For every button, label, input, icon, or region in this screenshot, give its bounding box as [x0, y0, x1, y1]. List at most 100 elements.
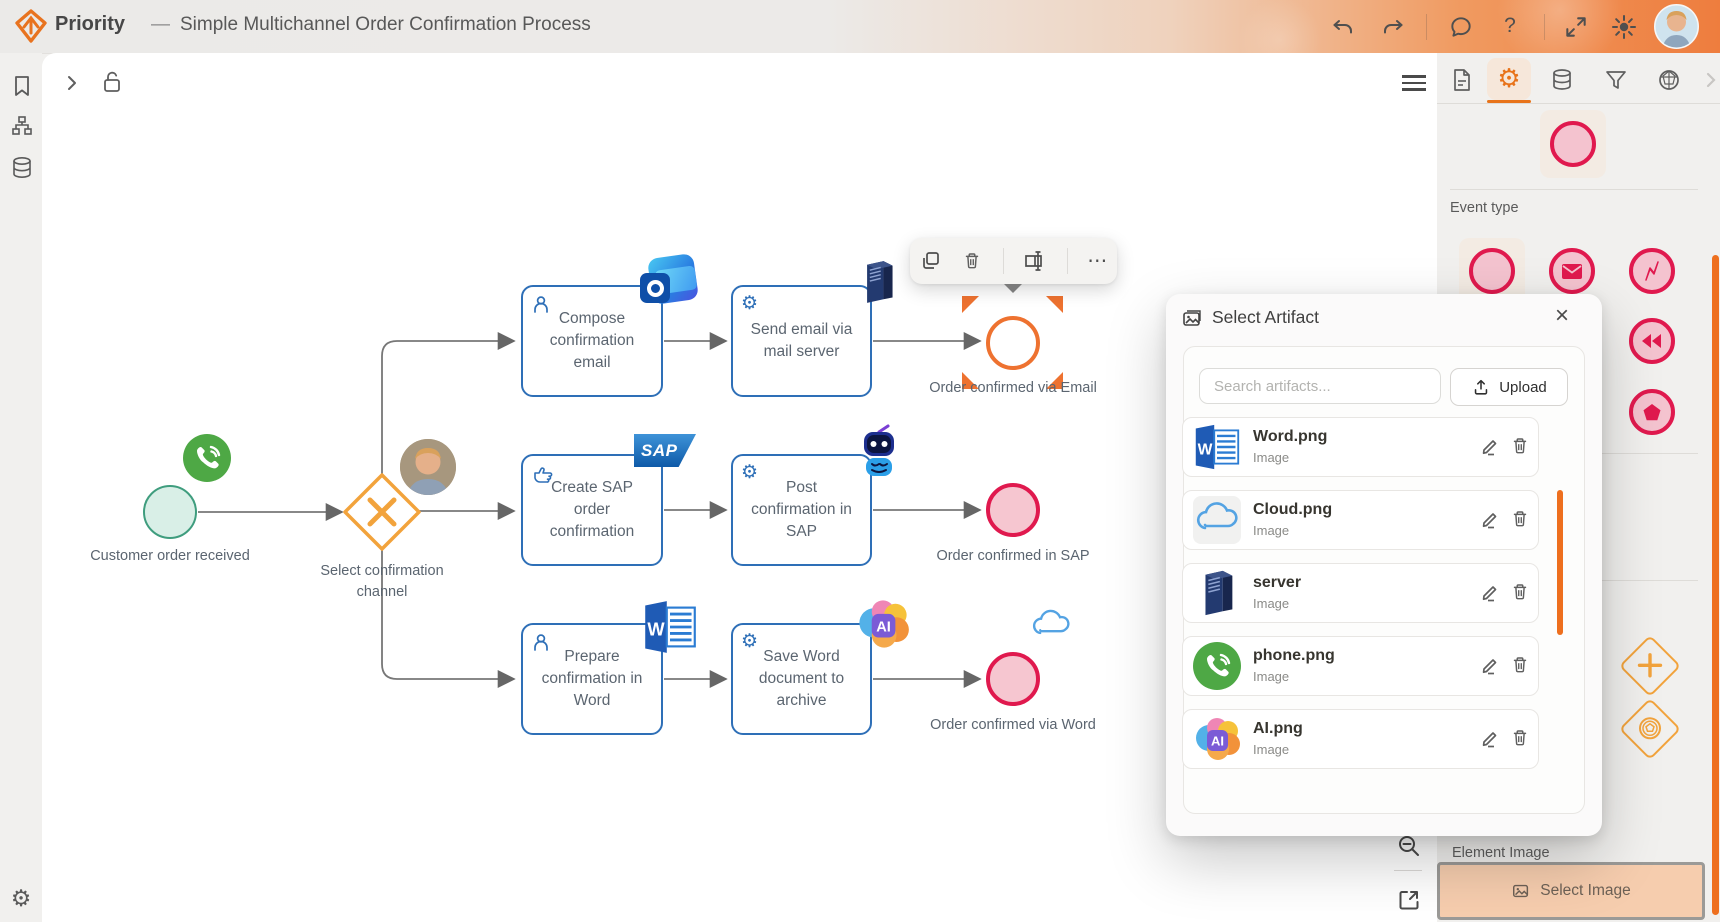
tab-filter-icon[interactable] — [1604, 68, 1628, 92]
app-header: Priority — Simple Multichannel Order Con… — [0, 0, 1720, 54]
rename-icon[interactable] — [1023, 250, 1047, 272]
panel-scrollbar[interactable] — [1712, 255, 1719, 915]
left-sidebar: ⚙ — [0, 53, 42, 922]
more-options-icon[interactable]: ⋯ — [1087, 250, 1108, 272]
element-image-label: Element Image — [1452, 845, 1550, 861]
person-photo-image[interactable] — [399, 438, 457, 496]
database-icon[interactable] — [11, 156, 33, 180]
task-post-confirmation-sap[interactable]: ⚙ Post confirmation in SAP — [731, 454, 872, 566]
word-logo-image[interactable]: W — [643, 599, 697, 655]
artifact-item-cloud[interactable]: Cloud.png Image — [1182, 490, 1539, 550]
artifact-item-phone[interactable]: phone.png Image — [1182, 636, 1539, 696]
help-icon[interactable]: ? — [1504, 14, 1516, 37]
fit-view-icon[interactable] — [1397, 888, 1421, 912]
unlock-icon[interactable] — [101, 70, 123, 94]
delete-icon[interactable] — [961, 250, 983, 272]
user-avatar[interactable] — [1654, 4, 1699, 49]
edit-icon[interactable] — [1479, 581, 1501, 603]
end-event-sap[interactable] — [986, 483, 1040, 537]
delete-icon[interactable] — [1509, 581, 1531, 603]
expand-panel-chevron-icon[interactable] — [62, 73, 82, 93]
server-icon — [1204, 570, 1234, 616]
theme-sun-icon[interactable] — [1610, 13, 1638, 41]
tab-document-icon[interactable] — [1451, 68, 1473, 92]
task-compose-email[interactable]: Compose confirmation email — [521, 285, 663, 397]
event-type-label: Event type — [1450, 200, 1519, 216]
event-type-error[interactable] — [1629, 248, 1675, 294]
artifact-modal-icon — [1183, 310, 1201, 326]
select-image-button[interactable]: Select Image — [1437, 862, 1705, 920]
cloud-image[interactable] — [1028, 606, 1074, 642]
end-event-word[interactable] — [986, 652, 1040, 706]
event-type-none[interactable] — [1469, 248, 1515, 294]
duplicate-icon[interactable] — [920, 250, 942, 272]
task-label: Create SAP order confirmation — [549, 479, 635, 540]
task-prepare-word[interactable]: Prepare confirmation in Word — [521, 623, 663, 735]
server-image[interactable] — [858, 256, 898, 308]
event-type-signal[interactable] — [1629, 389, 1675, 435]
fullscreen-icon[interactable] — [1563, 14, 1589, 40]
element-context-toolbar: ⋯ — [910, 238, 1117, 284]
zoom-out-icon[interactable] — [1396, 833, 1422, 859]
edit-icon[interactable] — [1479, 508, 1501, 530]
bookmarks-icon[interactable] — [12, 75, 32, 97]
modal-scrollbar[interactable] — [1557, 490, 1563, 635]
hierarchy-icon[interactable] — [11, 115, 33, 137]
edit-icon[interactable] — [1479, 727, 1501, 749]
start-event-label: Customer order received — [90, 548, 250, 564]
delete-icon[interactable] — [1509, 727, 1531, 749]
gateway-node[interactable] — [341, 471, 423, 553]
phone-icon — [1193, 642, 1241, 690]
robot-image[interactable] — [858, 424, 900, 484]
artifact-search-input[interactable] — [1199, 368, 1441, 404]
end-event-email-label: Order confirmed via Email — [929, 380, 1097, 396]
panel-chevron-right-icon[interactable] — [1702, 70, 1720, 90]
edit-icon[interactable] — [1479, 654, 1501, 676]
artifact-item-ai[interactable]: AI AI.png Image — [1182, 709, 1539, 769]
undo-icon[interactable] — [1331, 15, 1355, 39]
tab-settings-gear-icon[interactable]: ⚙ — [1497, 62, 1521, 93]
phone-image[interactable] — [183, 434, 231, 482]
upload-button[interactable]: Upload — [1450, 368, 1568, 406]
word-icon: W — [1194, 423, 1240, 471]
service-task-icon: ⚙ — [741, 631, 759, 652]
modal-close-icon[interactable]: × — [1554, 302, 1569, 329]
task-label: Send email via mail server — [750, 321, 853, 360]
toolbar-divider — [1002, 248, 1004, 274]
gateway-type-eventbased[interactable] — [1618, 697, 1682, 761]
edit-icon[interactable] — [1479, 435, 1501, 457]
end-event-email[interactable] — [986, 316, 1040, 370]
toolbar-caret — [1004, 284, 1022, 293]
upload-icon — [1474, 379, 1488, 395]
task-save-word-archive[interactable]: ⚙ Save Word document to archive — [731, 623, 872, 735]
comments-icon[interactable] — [1448, 14, 1474, 40]
outlook-image[interactable] — [640, 253, 699, 313]
manual-task-icon — [534, 467, 553, 483]
tab-globe-icon[interactable] — [1657, 68, 1681, 92]
tab-active-underline — [1487, 100, 1531, 103]
redo-icon[interactable] — [1381, 15, 1405, 39]
title-separator: — — [151, 14, 170, 35]
start-event-node[interactable] — [143, 485, 197, 539]
delete-icon[interactable] — [1509, 508, 1531, 530]
end-event-word-label: Order confirmed via Word — [930, 717, 1096, 733]
event-type-message[interactable] — [1549, 248, 1595, 294]
canvas-menu-icon[interactable] — [1402, 75, 1426, 91]
gateway-type-plus[interactable] — [1618, 634, 1682, 698]
task-send-email[interactable]: ⚙ Send email via mail server — [731, 285, 872, 397]
ai-icon: AI — [1196, 718, 1240, 760]
delete-icon[interactable] — [1509, 435, 1531, 457]
tab-data-icon[interactable] — [1551, 68, 1573, 92]
ai-logo-image[interactable]: AI — [856, 597, 910, 651]
image-icon — [1513, 884, 1529, 898]
svg-text:AI: AI — [876, 619, 891, 635]
settings-gear-icon[interactable]: ⚙ — [10, 884, 32, 911]
event-type-compensation[interactable] — [1629, 318, 1675, 364]
user-task-icon — [534, 296, 548, 313]
artifact-item-word[interactable]: W Word.png Image — [1182, 417, 1539, 477]
task-label: Save Word document to archive — [758, 648, 845, 709]
artifact-item-server[interactable]: server Image — [1182, 563, 1539, 623]
delete-icon[interactable] — [1509, 654, 1531, 676]
task-create-sap-order[interactable]: Create SAP order confirmation — [521, 454, 663, 566]
end-event-sap-label: Order confirmed in SAP — [936, 548, 1090, 564]
